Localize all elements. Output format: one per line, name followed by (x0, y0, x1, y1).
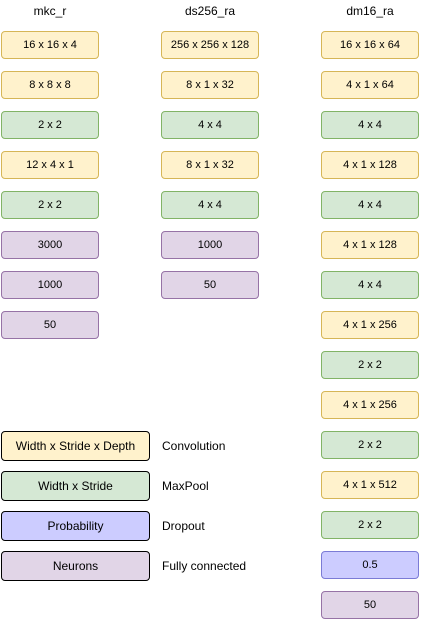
column-title-ds256-ra: ds256_ra (184, 4, 236, 18)
legend-swatch-fc: Neurons (1, 551, 150, 581)
layer-box-pool: 2 x 2 (1, 111, 99, 139)
layer-box-fc: 1000 (161, 231, 259, 259)
layer-box-pool: 4 x 4 (321, 111, 419, 139)
layer-box-pool: 2 x 2 (321, 511, 419, 539)
layer-box-conv: 16 x 16 x 4 (1, 31, 99, 59)
layer-box-pool: 2 x 2 (1, 191, 99, 219)
layer-box-pool: 4 x 4 (161, 191, 259, 219)
layer-box-fc: 1000 (1, 271, 99, 299)
layer-box-fc: 50 (161, 271, 259, 299)
legend-label-fc: Fully connected (162, 559, 247, 573)
legend-swatch-drop: Probability (1, 511, 150, 541)
layer-box-drop: 0.5 (321, 551, 419, 579)
layer-box-conv: 4 x 1 x 256 (321, 391, 419, 419)
layer-box-conv: 4 x 1 x 128 (321, 231, 419, 259)
legend-swatch-conv: Width x Stride x Depth (1, 431, 150, 461)
layer-box-pool: 4 x 4 (321, 191, 419, 219)
layer-box-conv: 8 x 1 x 32 (161, 71, 259, 99)
layer-box-conv: 256 x 256 x 128 (161, 31, 259, 59)
column-title-dm16-ra: dm16_ra (346, 4, 394, 18)
legend-label-drop: Dropout (162, 519, 205, 533)
layer-box-fc: 50 (1, 311, 99, 339)
layer-box-conv: 8 x 1 x 32 (161, 151, 259, 179)
column-title-mkc-r: mkc_r (33, 4, 67, 18)
layer-box-conv: 16 x 16 x 64 (321, 31, 419, 59)
layer-box-conv: 4 x 1 x 512 (321, 471, 419, 499)
layer-box-pool: 2 x 2 (321, 431, 419, 459)
legend-label-pool: MaxPool (162, 479, 209, 493)
layer-box-pool: 2 x 2 (321, 351, 419, 379)
layer-box-conv: 12 x 4 x 1 (1, 151, 99, 179)
layer-box-fc: 3000 (1, 231, 99, 259)
layer-box-conv: 4 x 1 x 64 (321, 71, 419, 99)
layer-box-conv: 4 x 1 x 256 (321, 311, 419, 339)
layer-box-conv: 4 x 1 x 128 (321, 151, 419, 179)
layer-box-pool: 4 x 4 (321, 271, 419, 299)
legend-label-conv: Convolution (162, 439, 226, 453)
legend-swatch-pool: Width x Stride (1, 471, 150, 501)
layer-box-pool: 4 x 4 (161, 111, 259, 139)
layer-box-conv: 8 x 8 x 8 (1, 71, 99, 99)
layer-box-fc: 50 (321, 591, 419, 619)
